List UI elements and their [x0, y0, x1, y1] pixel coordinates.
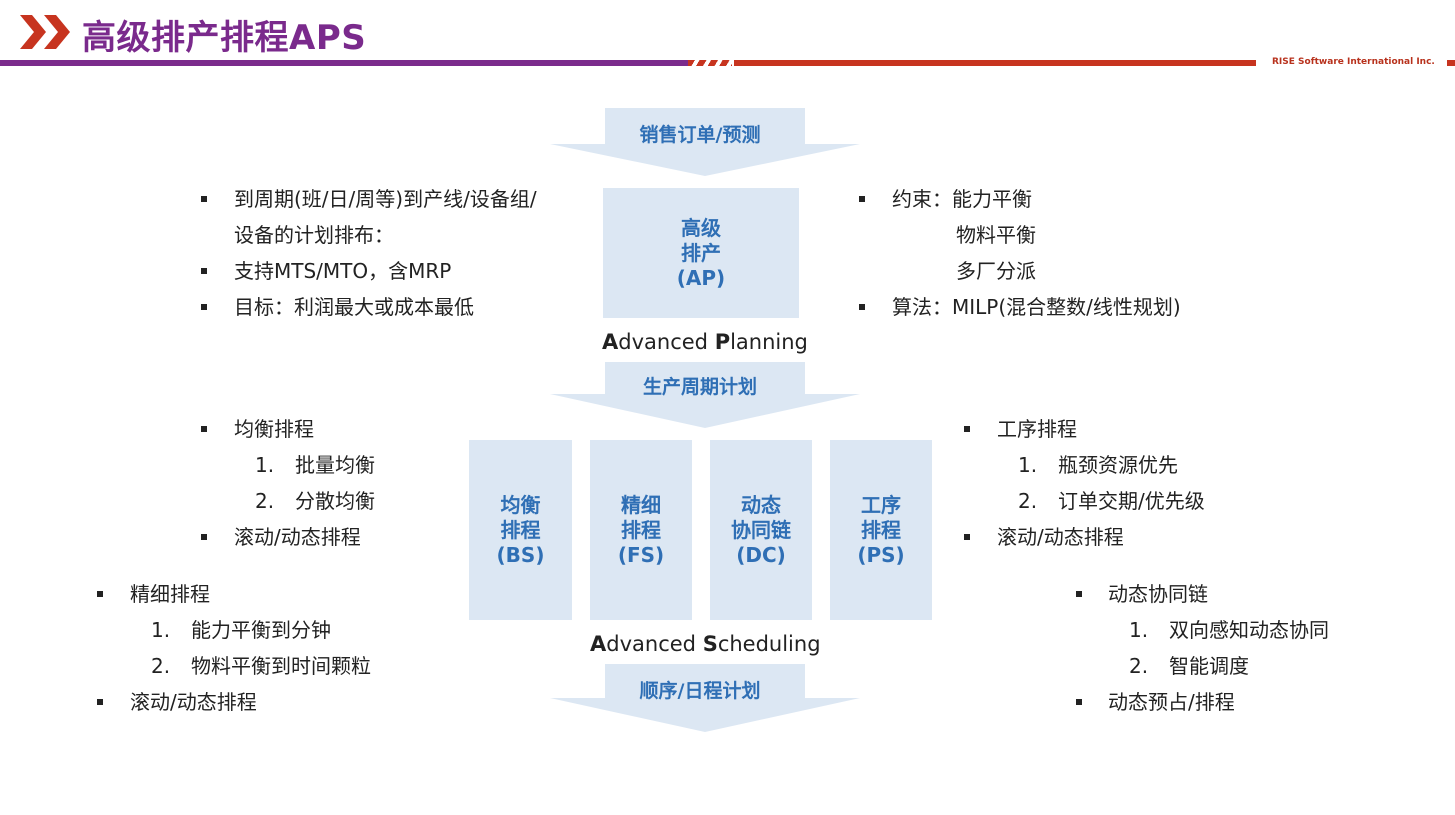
list-item: 滚动/动态排程	[198, 519, 448, 555]
list-item: 算法：MILP(混合整数/线性规划)	[855, 289, 1235, 325]
planning-caption: Advanced Planning	[602, 330, 808, 354]
dc-box-label: 动态 协同链 (DC)	[731, 492, 791, 567]
list-item: 动态协同链	[1072, 576, 1402, 612]
list-item: 精细排程	[94, 576, 424, 612]
bullet-icon	[97, 591, 103, 597]
ap-box-label: 高级 排产 (AP)	[676, 215, 726, 290]
list-item: 均衡排程	[198, 411, 448, 447]
list-item: 目标：利润最大或成本最低	[198, 289, 578, 325]
list-item: 2.订单交期/优先级	[1018, 489, 1205, 513]
bullet-icon	[201, 268, 207, 274]
right-bottom-list: 动态协同链 1.双向感知动态协同 2.智能调度 动态预占/排程	[1072, 576, 1402, 720]
left-top-list: 到周期(班/日/周等)到产线/设备组/ 设备的计划排布： 支持MTS/MTO，含…	[198, 181, 578, 325]
bullet-icon	[859, 196, 865, 202]
right-top-list: 约束：能力平衡 物料平衡 多厂分派 算法：MILP(混合整数/线性规划)	[855, 181, 1235, 325]
list-item: 支持MTS/MTO，含MRP	[198, 253, 578, 289]
list-item: 约束：能力平衡	[855, 181, 1235, 217]
arrow-label-production-cycle: 生产周期计划	[642, 376, 757, 398]
list-item: 动态预占/排程	[1072, 684, 1402, 720]
header-bar-red	[734, 60, 1256, 66]
list-item: 2.物料平衡到时间颗粒	[151, 654, 371, 678]
bullet-icon	[859, 304, 865, 310]
double-chevron-logo-icon	[20, 15, 70, 49]
bullet-icon	[201, 304, 207, 310]
bullet-icon	[964, 426, 970, 432]
list-item: 2.分散均衡	[255, 489, 375, 513]
company-name: RISE Software International Inc.	[1272, 57, 1435, 67]
list-item: 多厂分派	[956, 259, 1036, 283]
ap-box: 高级 排产 (AP)	[603, 188, 799, 318]
fs-box: 精细 排程 (FS)	[590, 440, 692, 620]
header-bar-purple	[0, 60, 690, 66]
arrow-down-middle	[550, 362, 860, 428]
arrow-down-top	[550, 108, 860, 176]
list-item: 1.瓶颈资源优先	[1018, 453, 1178, 477]
list-item: 设备的计划排布：	[234, 223, 394, 247]
bs-box: 均衡 排程 (BS)	[469, 440, 572, 620]
fs-box-label: 精细 排程 (FS)	[617, 492, 665, 567]
left-bottom-list: 精细排程 1.能力平衡到分钟 2.物料平衡到时间颗粒 滚动/动态排程	[94, 576, 424, 720]
bullet-icon	[201, 196, 207, 202]
bullet-icon	[97, 699, 103, 705]
list-item: 滚动/动态排程	[960, 519, 1260, 555]
list-item: 物料平衡	[956, 223, 1036, 247]
left-mid-list: 均衡排程 1.批量均衡 2.分散均衡 滚动/动态排程	[198, 411, 448, 555]
list-item: 1.能力平衡到分钟	[151, 618, 331, 642]
list-item: 2.智能调度	[1129, 654, 1249, 678]
arrow-down-bottom	[550, 664, 860, 732]
right-mid-list: 工序排程 1.瓶颈资源优先 2.订单交期/优先级 滚动/动态排程	[960, 411, 1260, 555]
bullet-icon	[964, 534, 970, 540]
bullet-icon	[1076, 699, 1082, 705]
header-bar-stripes	[688, 60, 732, 66]
header-bar-red-end	[1447, 60, 1455, 66]
list-item: 1.双向感知动态协同	[1129, 618, 1329, 642]
scheduling-caption: Advanced Scheduling	[590, 632, 821, 656]
list-item: 1.批量均衡	[255, 453, 375, 477]
arrow-label-sales-order: 销售订单/预测	[639, 124, 761, 146]
list-item: 滚动/动态排程	[94, 684, 424, 720]
bullet-icon	[201, 534, 207, 540]
dc-box: 动态 协同链 (DC)	[710, 440, 812, 620]
bullet-icon	[1076, 591, 1082, 597]
ps-box-label: 工序 排程 (PS)	[857, 492, 905, 567]
bullet-icon	[201, 426, 207, 432]
ps-box: 工序 排程 (PS)	[830, 440, 932, 620]
list-item: 工序排程	[960, 411, 1260, 447]
list-item: 到周期(班/日/周等)到产线/设备组/	[198, 181, 578, 217]
slide-title: 高级排产排程APS	[82, 18, 367, 58]
arrow-label-sequence-schedule: 顺序/日程计划	[639, 680, 761, 702]
bs-box-label: 均衡 排程 (BS)	[496, 492, 545, 567]
